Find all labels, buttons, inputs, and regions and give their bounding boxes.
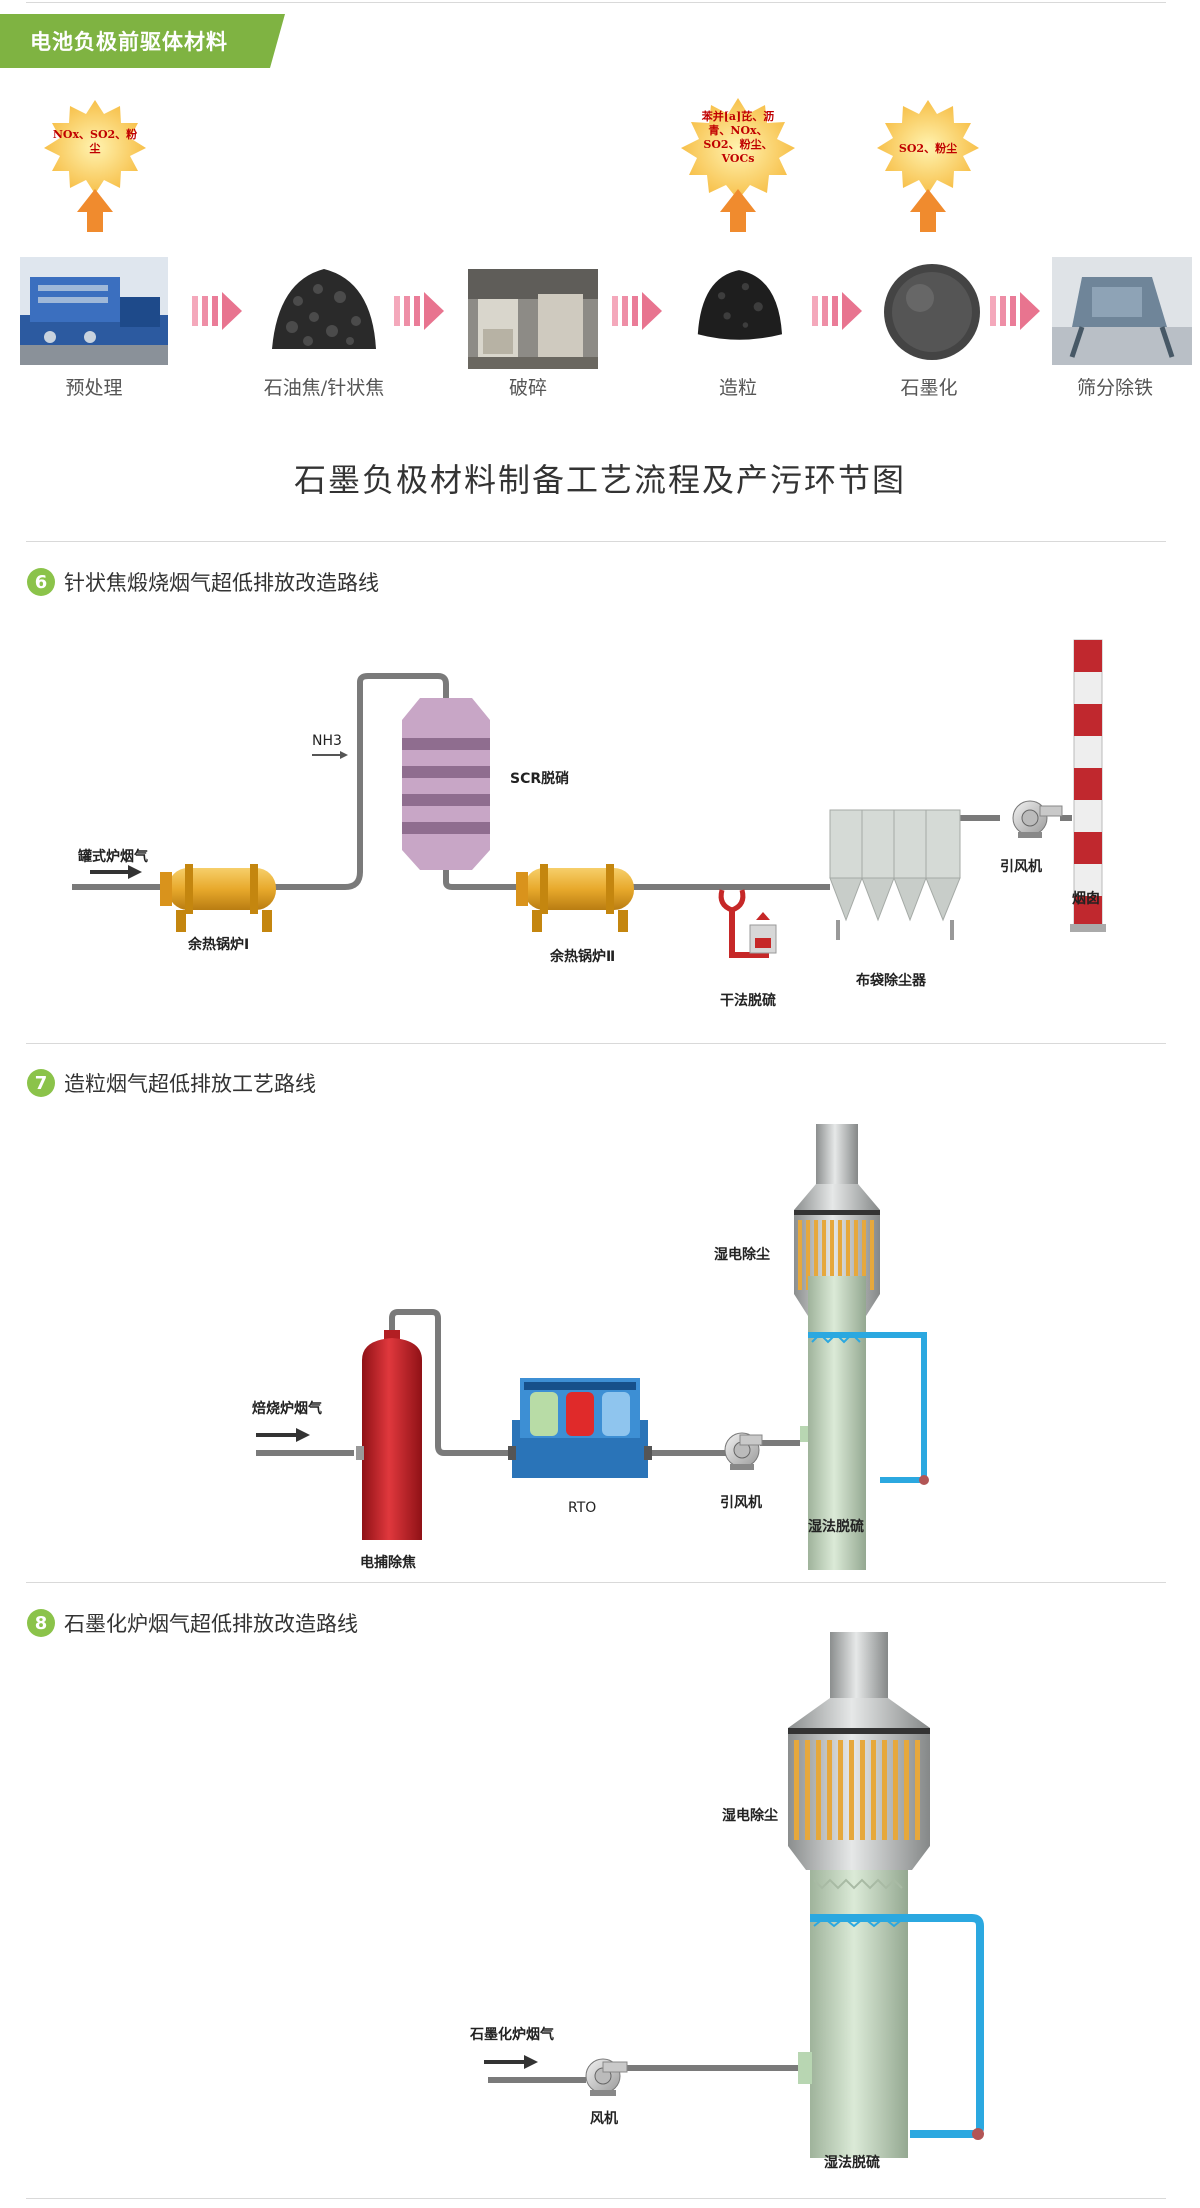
step-label-crushing: 破碎 [508, 377, 547, 399]
s7-wet-desulf-label: 湿法脱硫 [808, 1519, 864, 1535]
section8-title: 石墨化炉烟气超低排放改造路线 [64, 1612, 358, 1636]
section7-diagram [256, 1124, 929, 1570]
s6-nh3-label: NH3 [312, 733, 342, 749]
pollutant-burst-pretreatment: NOx、SO2、粉 尘 [44, 100, 146, 194]
pollutant-burst-granulation: 苯并[a]芘、沥 青、NOx、 SO2、粉尘、 VOCs [681, 98, 795, 200]
step-label-screening: 筛分除铁 [1076, 377, 1153, 399]
dry-desulfurization-unit [718, 889, 777, 958]
section6-diagram [72, 639, 1106, 958]
section8-diagram [484, 1632, 984, 2158]
s8-fan-label: 风机 [590, 2111, 618, 2127]
section7-title: 造粒烟气超低排放工艺路线 [64, 1072, 316, 1096]
s6-inlet-label: 罐式炉烟气 [78, 849, 148, 865]
section7-heading: 7 造粒烟气超低排放工艺路线 [27, 1066, 316, 1100]
photo-pretreatment [20, 257, 168, 365]
electrostatic-tar-precipitator [356, 1330, 422, 1540]
s7-fan-label: 引风机 [720, 1495, 762, 1511]
up-arrow-3 [910, 189, 946, 232]
step-label-graphitization: 石墨化 [900, 377, 958, 399]
s8-wesp-label: 湿电除尘 [722, 1808, 778, 1824]
up-arrow-1 [77, 189, 113, 232]
s8-inlet-arrow [484, 2055, 538, 2069]
photo-petroleum-coke [268, 261, 380, 361]
pollutant-text-2d: VOCs [721, 152, 755, 165]
s7-tar-label: 电捕除焦 [360, 1555, 416, 1571]
flow-arrow-1 [192, 292, 242, 330]
s7-inlet-arrow [256, 1428, 310, 1442]
s7-rto-label: RTO [568, 1500, 597, 1516]
s6-inlet-arrow [90, 865, 142, 879]
s7-spray-nozzles [811, 1332, 861, 1344]
step-label-pretreatment: 预处理 [65, 377, 123, 399]
s6-baghouse-label: 布袋除尘器 [856, 973, 926, 989]
photo-crushing [468, 269, 598, 369]
section6-title: 针状焦煅烧烟气超低排放改造路线 [64, 571, 379, 595]
pollutant-text-1a: NOx、SO2、粉 [53, 127, 137, 141]
s8-wet-desulf-label: 湿法脱硫 [824, 2155, 880, 2171]
divider-2 [26, 1043, 1166, 1044]
photo-screening [1052, 257, 1192, 365]
section6-number: 6 [27, 568, 55, 596]
pollutant-text-1b: 尘 [90, 141, 101, 155]
s7-inlet-label: 焙烧炉烟气 [252, 1401, 322, 1417]
s6-induced-draft-fan [1012, 800, 1063, 838]
waste-heat-boiler-1 [160, 864, 276, 932]
divider-4 [26, 2198, 1166, 2199]
step-label-coke: 石油焦/针状焦 [263, 377, 385, 399]
pollutant-text-2a: 苯并[a]芘、沥 [701, 109, 775, 123]
s8-inlet-label: 石墨化炉烟气 [470, 2027, 554, 2043]
flow-arrows [192, 292, 1040, 330]
baghouse-filter [829, 809, 961, 940]
process-title: 石墨负极材料制备工艺流程及产污环节图 [293, 461, 906, 499]
s7-pump [919, 1475, 929, 1485]
section8-heading: 8 石墨化炉烟气超低排放改造路线 [27, 1606, 358, 1640]
photo-granulation [690, 250, 788, 358]
s6-chimney-label: 烟囱 [1072, 891, 1100, 907]
s7-wash-loop [808, 1332, 927, 1483]
pollutant-text-2c: SO2、粉尘、 [703, 137, 772, 151]
s7-induced-draft-fan [724, 1432, 763, 1470]
flow-arrow-2 [394, 292, 444, 330]
step-label-granulation: 造粒 [718, 377, 757, 399]
s7-wet-tower [794, 1124, 880, 1570]
s6-fan-label: 引风机 [1000, 859, 1042, 875]
up-arrow-2 [720, 189, 756, 232]
chimney [1070, 639, 1106, 932]
s6-boiler1-label: 余热锅炉Ⅰ [188, 937, 250, 953]
s6-boiler2-label: 余热锅炉Ⅱ [550, 949, 616, 965]
banner-ribbon [0, 14, 285, 68]
photo-graphitization [880, 258, 984, 366]
flow-arrow-3 [612, 292, 662, 330]
top-divider [26, 2, 1166, 3]
rto-unit [508, 1378, 652, 1478]
waste-heat-boiler-2 [516, 864, 634, 932]
s8-spray-nozzles [813, 1916, 905, 1928]
pollutant-burst-graphitization: SO2、粉尘 [877, 100, 979, 194]
s8-fan [585, 2058, 628, 2096]
banner-title: 电池负极前驱体材料 [30, 30, 228, 54]
pollutant-text-3a: SO2、粉尘 [899, 141, 957, 155]
section7-number: 7 [27, 1069, 55, 1097]
s7-wesp-label: 湿电除尘 [714, 1247, 770, 1263]
divider-3 [26, 1582, 1166, 1583]
section6-heading: 6 针状焦煅烧烟气超低排放改造路线 [27, 565, 379, 599]
pollutant-markers: NOx、SO2、粉 尘 苯并[a]芘、沥 青、NOx、 SO2、粉尘、 VOCs… [44, 98, 979, 232]
s8-pump [972, 2128, 984, 2140]
s6-nh3-arrow [312, 751, 348, 759]
s8-wet-tower [788, 1632, 930, 2158]
divider-1 [26, 541, 1166, 542]
scr-reactor [402, 698, 490, 870]
pollutant-text-2b: 青、NOx、 [708, 123, 767, 137]
s6-dry-desulf-label: 干法脱硫 [720, 993, 776, 1009]
flow-arrow-4 [812, 292, 862, 330]
section8-number: 8 [27, 1609, 55, 1637]
s6-scr-label: SCR脱硝 [510, 771, 570, 787]
flow-arrow-5 [990, 292, 1040, 330]
